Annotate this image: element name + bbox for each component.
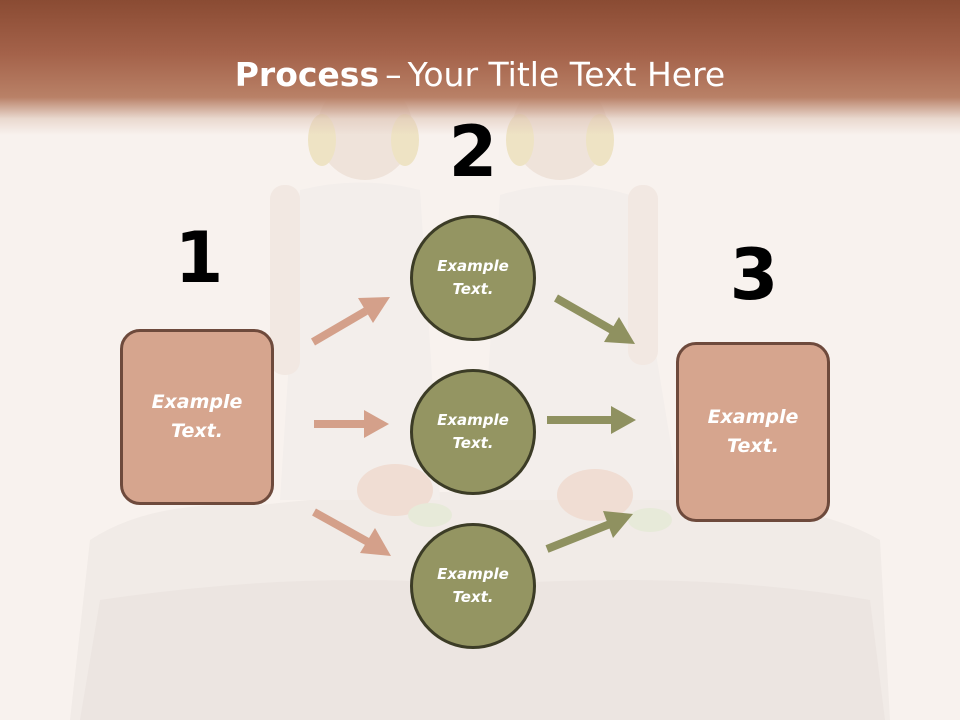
circle-top: Example Text.: [410, 215, 536, 341]
title-banner: [0, 0, 960, 135]
circle-top-text: Example Text.: [437, 257, 509, 298]
circle-middle: Example Text.: [410, 369, 536, 495]
slide-title: Process–Your Title Text Here: [0, 52, 960, 98]
arrow-left-middle: [314, 410, 389, 438]
arrow-left-down: [312, 508, 391, 556]
title-dash: –: [385, 55, 402, 94]
step-box-1: Example Text.: [120, 329, 274, 505]
step-box-3-text: Example Text.: [707, 406, 799, 457]
step-number-2: 2: [448, 111, 498, 193]
title-bold: Process: [234, 55, 380, 94]
arrow-right-up: [545, 511, 633, 553]
step-box-1-text: Example Text.: [151, 391, 243, 442]
arrow-left-up: [310, 297, 390, 346]
arrow-right-middle: [547, 406, 636, 434]
step-box-3: Example Text.: [676, 342, 830, 522]
step-number-3: 3: [729, 234, 779, 316]
step-number-1: 1: [174, 217, 224, 299]
circle-bottom-text: Example Text.: [437, 565, 509, 606]
title-rest: Your Title Text Here: [407, 55, 726, 94]
arrow-right-down: [554, 294, 635, 344]
circle-middle-text: Example Text.: [437, 411, 509, 452]
circle-bottom: Example Text.: [410, 523, 536, 649]
